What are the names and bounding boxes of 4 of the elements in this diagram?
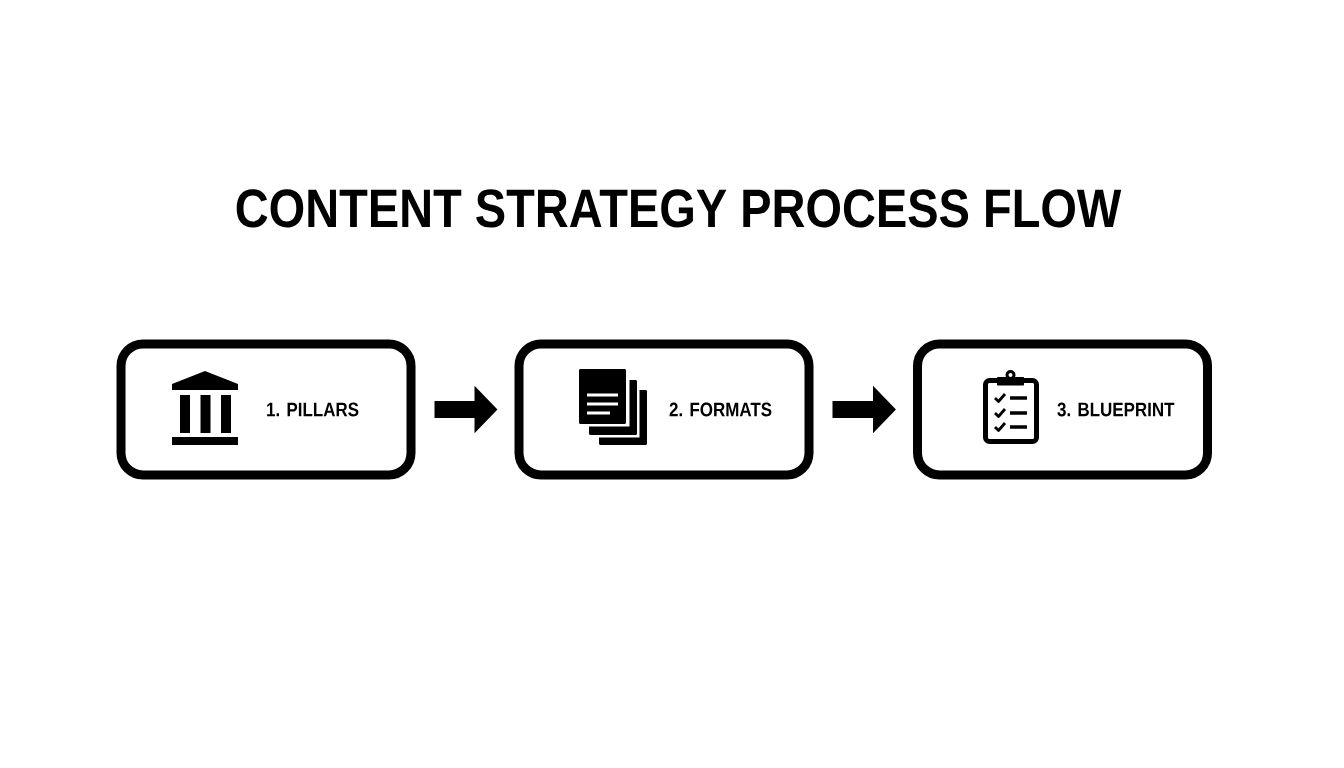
process-box: 1. PILLARS: [116, 339, 416, 480]
process-box: 3. BLUEPRINT: [913, 339, 1212, 480]
title: CONTENT STRATEGY PROCESS FLOW: [236, 189, 1122, 228]
process-box: 2. FORMATS: [514, 339, 814, 480]
